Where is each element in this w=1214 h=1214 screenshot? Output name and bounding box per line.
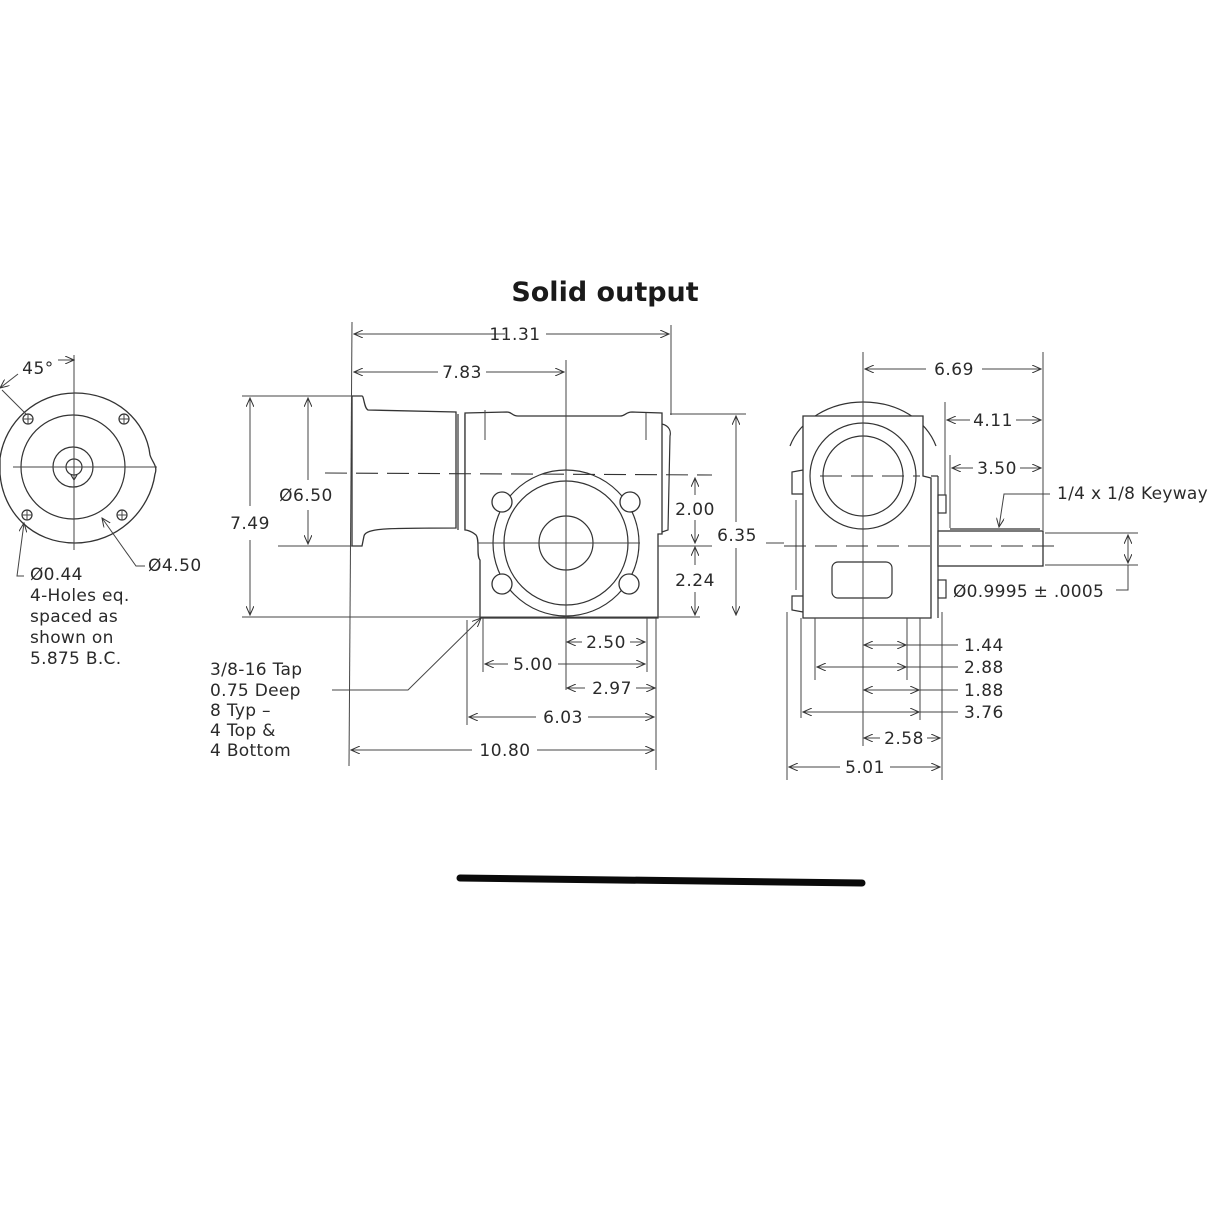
boss-top-right: [619, 491, 641, 513]
dim-center-to-shaft-end: 6.69: [934, 360, 974, 380]
boss-bottom-left: [491, 573, 513, 595]
tap-note-line4: 4 Top &: [210, 721, 276, 741]
flange-outline: [0, 392, 157, 544]
dim-housing-height: 6.35: [717, 526, 757, 546]
side-housing: [802, 415, 932, 619]
dim-1-44: 1.44: [964, 636, 1004, 656]
housing-body: [464, 411, 663, 619]
dim-3-76: 3.76: [964, 703, 1004, 723]
keyway-note: 1/4 x 1/8 Keyway: [1057, 484, 1208, 504]
dim-key-length: 3.50: [977, 459, 1017, 479]
dim-base-overall: 10.80: [479, 741, 530, 761]
side-view: 6.69 4.11 3.50 1/4 x 1/8 Keyway Ø0.9995 …: [784, 352, 1208, 780]
drawing-title: Solid output: [511, 277, 698, 308]
dim-5-01: 5.01: [845, 758, 885, 778]
boss-top-left: [491, 491, 513, 513]
divider-line: [456, 874, 866, 887]
dim-2-58: 2.58: [884, 729, 924, 749]
dim-1-88: 1.88: [964, 681, 1004, 701]
output-shaft: [937, 530, 1044, 567]
dim-upper-height: 2.00: [675, 500, 715, 520]
boss-bottom-right: [618, 573, 640, 595]
tap-note-line2: 0.75 Deep: [210, 681, 301, 701]
pilot-diameter-label: Ø4.50: [148, 556, 202, 576]
bolt-head-top: [937, 494, 947, 514]
dim-overall-height: 7.49: [230, 514, 270, 534]
dim-2-88: 2.88: [964, 658, 1004, 678]
inspection-cover: [831, 561, 893, 599]
input-flange-view: 45° Ø4.50 Ø0.44 4-Holes eq. spaced as sh…: [0, 355, 202, 669]
dim-flange-diameter: Ø6.50: [279, 486, 333, 506]
hole-note-line4: shown on: [30, 628, 114, 648]
dim-mount-half: 2.50: [586, 633, 626, 653]
front-view: 11.31 7.83 7.49 Ø6.50 2.00 2.24 6.35 2.5…: [210, 321, 784, 770]
hole-note-line1: Ø0.44: [30, 565, 83, 585]
angle-label: 45°: [22, 359, 54, 379]
dim-overall-length: 11.31: [489, 325, 540, 345]
tap-note-line1: 3/8-16 Tap: [210, 660, 302, 680]
hole-note-line3: spaced as: [30, 607, 118, 627]
hole-note-line5: 5.875 B.C.: [30, 649, 121, 669]
bolt-head-bottom: [937, 579, 947, 599]
dim-lower-height: 2.24: [675, 571, 715, 591]
bolt-holes: [21, 413, 130, 521]
dim-center-to-end: 2.97: [592, 679, 632, 699]
shaft-diameter-label: Ø0.9995 ± .0005: [953, 582, 1104, 602]
tap-note-line3: 8 Typ –: [210, 701, 271, 721]
input-flange-side: [351, 395, 457, 547]
hole-note-line2: 4-Holes eq.: [30, 586, 130, 606]
dim-shaft-length: 4.11: [973, 411, 1013, 431]
dim-mount-spacing: 5.00: [513, 655, 553, 675]
dim-base-length: 6.03: [543, 708, 583, 728]
tap-note-line5: 4 Bottom: [210, 741, 291, 761]
dim-to-center: 7.83: [442, 363, 482, 383]
